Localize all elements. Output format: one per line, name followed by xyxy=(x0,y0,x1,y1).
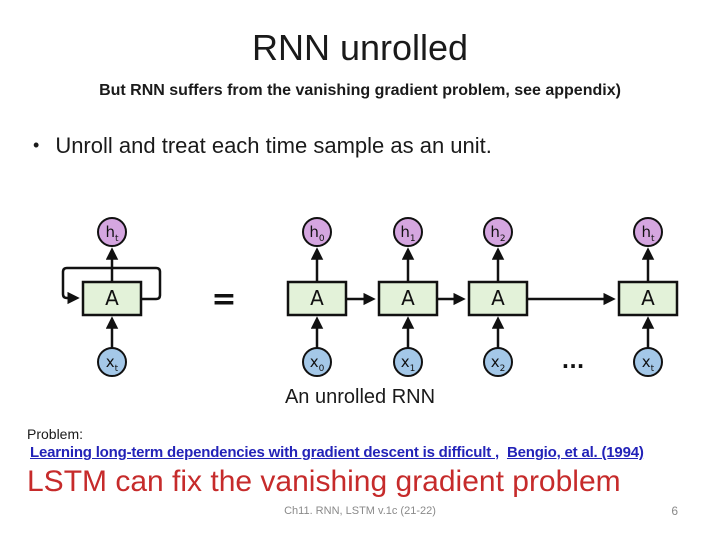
h-node xyxy=(633,217,663,247)
conclusion-text: LSTM can fix the vanishing gradient prob… xyxy=(27,465,621,498)
h-label: h0 xyxy=(309,223,325,244)
a-box xyxy=(617,280,679,317)
h-label: h1 xyxy=(400,223,415,244)
rolled-h-label: ht xyxy=(105,223,119,244)
paper-link[interactable]: Learning long-term dependencies with gra… xyxy=(30,444,499,461)
x-node xyxy=(302,347,332,377)
rolled-h-node xyxy=(97,217,127,247)
bullet-line: • Unroll and treat each time sample as an… xyxy=(33,133,693,159)
slide-subtitle: But RNN suffers from the vanishing gradi… xyxy=(99,82,621,99)
unrolled-unit-2: A h2 x2 xyxy=(467,217,529,377)
citation-link[interactable]: Bengio, et al. (1994) xyxy=(506,444,644,461)
equals-sign: = xyxy=(211,282,236,317)
x-label: xt xyxy=(642,353,655,374)
h-node xyxy=(483,217,513,247)
h-node xyxy=(393,217,423,247)
x-node xyxy=(633,347,663,377)
h-label: h2 xyxy=(490,223,505,244)
rolled-a-label: A xyxy=(105,286,119,310)
rolled-x-label: xt xyxy=(106,353,119,374)
x-node xyxy=(483,347,513,377)
page-number: 6 xyxy=(671,504,678,518)
x-label: x2 xyxy=(491,353,506,374)
rnn-diagram: A ht xt = A h0 x0 A h1 x1 xyxy=(61,217,679,377)
bullet-text: Unroll and treat each time sample as an … xyxy=(55,133,492,158)
unrolled-unit-1: A h1 x1 xyxy=(377,217,439,377)
h-node xyxy=(302,217,332,247)
x-label: x1 xyxy=(401,353,416,374)
rolled-a-box xyxy=(81,280,143,317)
unrolled-unit-0: A h0 x0 xyxy=(286,217,348,377)
reference-line: Learning long-term dependencies with gra… xyxy=(30,444,716,461)
a-label: A xyxy=(641,286,655,310)
footer-text: Ch11. RNN, LSTM v.1c (21-22) xyxy=(284,505,436,517)
a-label: A xyxy=(491,286,505,310)
a-label: A xyxy=(401,286,415,310)
ellipsis: ... xyxy=(562,349,585,373)
bullet-marker: • xyxy=(33,135,40,155)
a-label: A xyxy=(310,286,324,310)
x-label: x0 xyxy=(310,353,325,374)
problem-label: Problem: xyxy=(27,426,84,442)
h-label: ht xyxy=(641,223,655,244)
x-node xyxy=(393,347,423,377)
rolled-rnn-unit: A ht xt xyxy=(61,217,162,377)
rolled-x-node xyxy=(97,347,127,377)
slide-title: RNN unrolled xyxy=(251,27,469,68)
unrolled-unit-3: A ht xt xyxy=(617,217,679,377)
diagram-caption: An unrolled RNN xyxy=(284,386,436,408)
